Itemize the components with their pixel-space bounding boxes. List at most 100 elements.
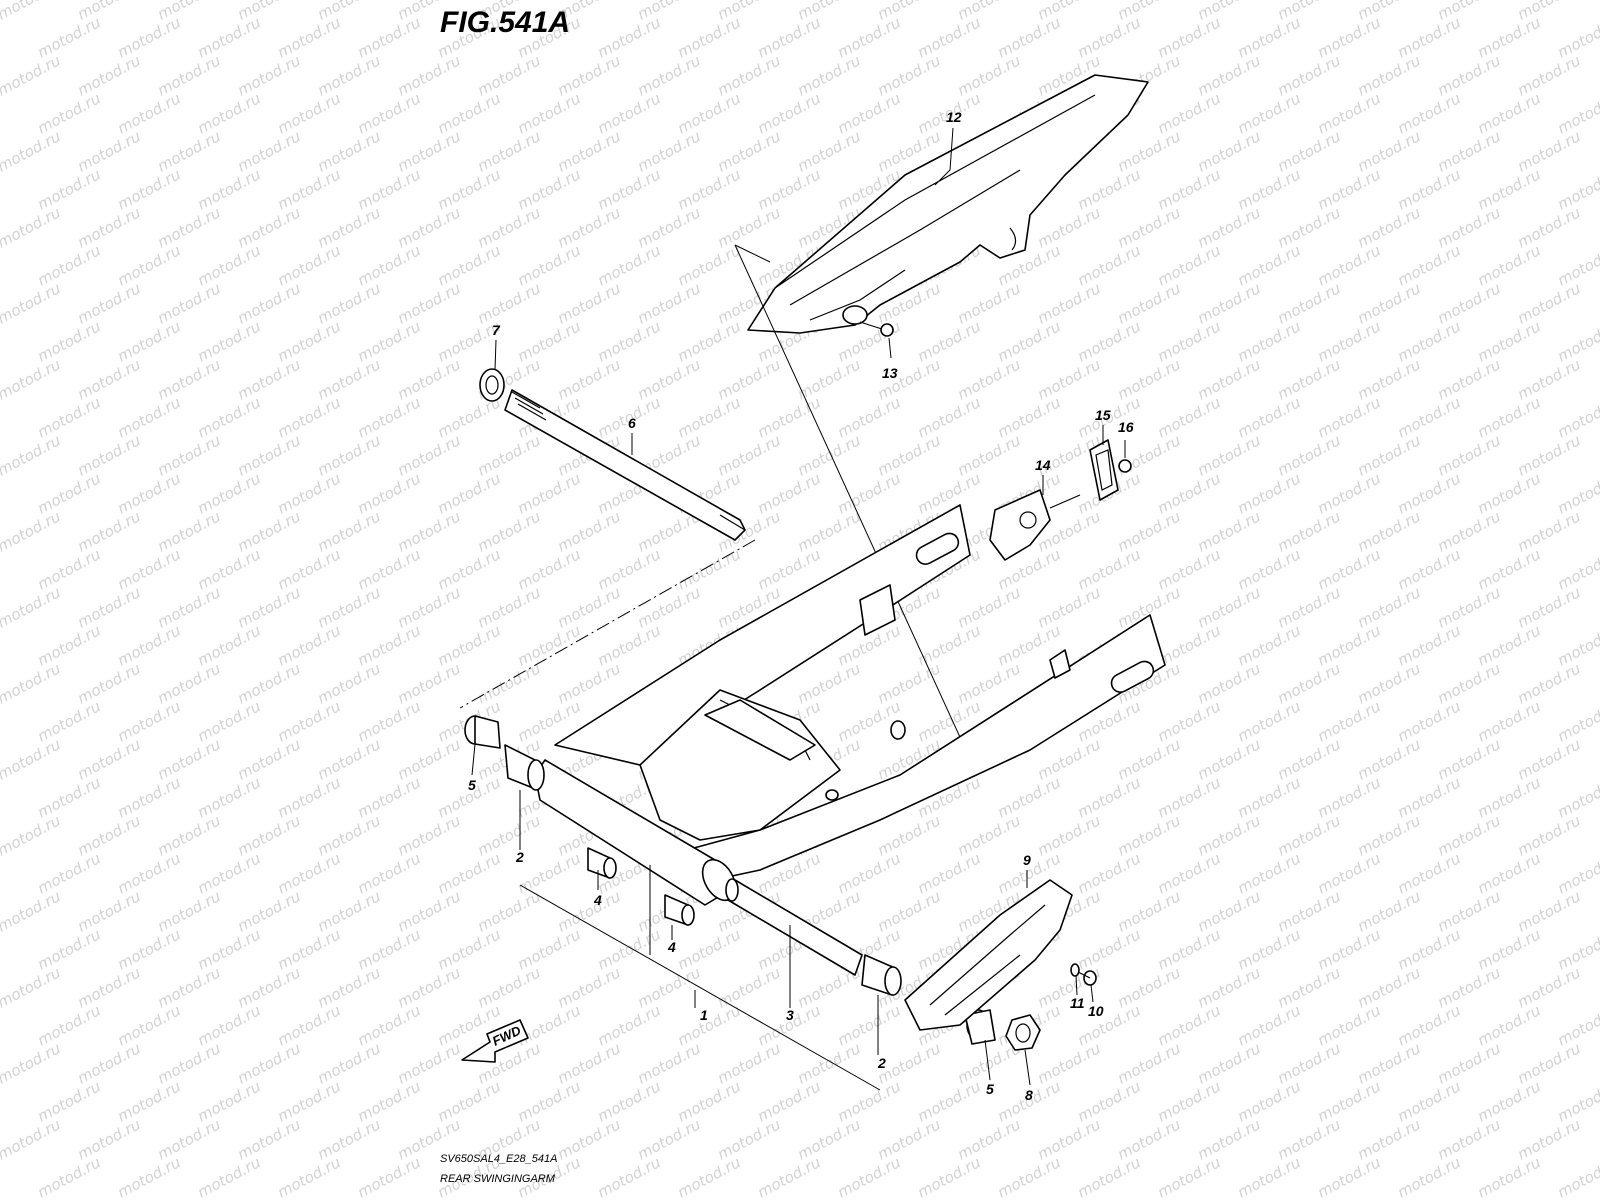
watermark-text: motod.ru [1474, 1001, 1543, 1049]
watermark-text: motod.ru [1074, 849, 1143, 897]
watermark-text: motod.ru [994, 773, 1063, 821]
watermark-text: motod.ru [1314, 241, 1383, 289]
watermark-text: motod.ru [154, 887, 223, 935]
watermark-text: motod.ru [154, 963, 223, 1011]
watermark-text: motod.ru [154, 431, 223, 479]
watermark-text: motod.ru [1354, 811, 1423, 859]
watermark-text: motod.ru [714, 203, 783, 251]
watermark-text: motod.ru [474, 431, 543, 479]
nut-16-part [1118, 459, 1132, 473]
watermark-text: motod.ru [1394, 621, 1463, 669]
watermark-text: motod.ru [314, 203, 383, 251]
watermark-text: motod.ru [634, 127, 703, 175]
watermark-text: motod.ru [314, 355, 383, 403]
watermark-text: motod.ru [0, 963, 64, 1011]
pivot-shaft-part [479, 368, 746, 541]
watermark-text: motod.ru [1234, 697, 1303, 745]
watermark-text: motod.ru [1554, 925, 1600, 973]
watermark-text: motod.ru [1434, 887, 1503, 935]
watermark-text: motod.ru [194, 545, 263, 593]
watermark-text: motod.ru [314, 811, 383, 859]
watermark-text: motod.ru [1354, 355, 1423, 403]
watermark-text: motod.ru [394, 507, 463, 555]
watermark-text: motod.ru [434, 925, 503, 973]
watermark-text: motod.ru [834, 1001, 903, 1049]
watermark-text: motod.ru [674, 1153, 743, 1200]
watermark-text: motod.ru [794, 1115, 863, 1163]
watermark-text: motod.ru [1194, 887, 1263, 935]
watermark-text: motod.ru [194, 1077, 263, 1125]
watermark-text: motod.ru [1154, 773, 1223, 821]
watermark-text: motod.ru [394, 583, 463, 631]
watermark-text: motod.ru [1074, 165, 1143, 213]
watermark-text: motod.ru [114, 773, 183, 821]
watermark-text: motod.ru [1514, 659, 1583, 707]
callout-7: 7 [492, 322, 501, 338]
watermark-text: motod.ru [1354, 507, 1423, 555]
watermark-text: motod.ru [1394, 545, 1463, 593]
watermark-text: motod.ru [1314, 1001, 1383, 1049]
watermark-text: motod.ru [1314, 393, 1383, 441]
watermark-text: motod.ru [354, 165, 423, 213]
watermark-text: motod.ru [354, 469, 423, 517]
callout-3: 3 [786, 1007, 794, 1023]
watermark-text: motod.ru [1234, 545, 1303, 593]
watermark-text: motod.ru [1034, 583, 1103, 631]
watermark-text: motod.ru [0, 0, 64, 24]
watermark-text: motod.ru [474, 659, 543, 707]
watermark-text: motod.ru [594, 165, 663, 213]
watermark-text: motod.ru [1394, 849, 1463, 897]
watermark-text: motod.ru [1314, 621, 1383, 669]
washer-11-part [1070, 963, 1080, 977]
watermark-text: motod.ru [34, 925, 103, 973]
watermark-text: motod.ru [74, 963, 143, 1011]
watermark-text: motod.ru [914, 849, 983, 897]
watermark-text: motod.ru [514, 89, 583, 137]
nut-8-part [1005, 1014, 1041, 1051]
watermark-text: motod.ru [1554, 773, 1600, 821]
watermark-text: motod.ru [1114, 279, 1183, 327]
watermark-text: motod.ru [114, 545, 183, 593]
watermark-text: motod.ru [354, 697, 423, 745]
watermark-text: motod.ru [1434, 1039, 1503, 1087]
watermark-text: motod.ru [874, 887, 943, 935]
watermark-text: motod.ru [714, 355, 783, 403]
watermark-text: motod.ru [1554, 1077, 1600, 1125]
watermark-text: motod.ru [1234, 1001, 1303, 1049]
watermark-text: motod.ru [274, 1153, 343, 1200]
watermark-text: motod.ru [834, 697, 903, 745]
watermark-text: motod.ru [1194, 51, 1263, 99]
watermark-text: motod.ru [314, 735, 383, 783]
watermark-text: motod.ru [1474, 89, 1543, 137]
watermark-text: motod.ru [1354, 963, 1423, 1011]
watermark-text: motod.ru [1474, 13, 1543, 61]
watermark-text: motod.ru [1394, 241, 1463, 289]
watermark-text: motod.ru [234, 887, 303, 935]
watermark-text: motod.ru [1514, 1115, 1583, 1163]
watermark-text: motod.ru [1434, 811, 1503, 859]
watermark-text: motod.ru [154, 811, 223, 859]
watermark-text: motod.ru [954, 279, 1023, 327]
watermark-text: motod.ru [1234, 393, 1303, 441]
watermark-text: motod.ru [1474, 1077, 1543, 1125]
watermark-text: motod.ru [1394, 1153, 1463, 1200]
bearing-2-right-part [861, 954, 902, 996]
watermark-text: motod.ru [314, 583, 383, 631]
watermark-text: motod.ru [754, 469, 823, 517]
watermark-text: motod.ru [234, 735, 303, 783]
watermark-text: motod.ru [674, 925, 743, 973]
callout-13: 13 [882, 365, 898, 381]
watermark-text: motod.ru [154, 583, 223, 631]
watermark-text: motod.ru [1434, 963, 1503, 1011]
watermark-text: motod.ru [1514, 735, 1583, 783]
watermark-text: motod.ru [634, 1115, 703, 1163]
callout-5-left: 5 [468, 777, 476, 793]
watermark-text: motod.ru [1074, 925, 1143, 973]
watermark-text: motod.ru [234, 1039, 303, 1087]
watermark-text: motod.ru [1194, 431, 1263, 479]
watermark-text: motod.ru [74, 279, 143, 327]
watermark-text: motod.ru [74, 431, 143, 479]
watermark-text: motod.ru [554, 51, 623, 99]
watermark-text: motod.ru [994, 393, 1063, 441]
